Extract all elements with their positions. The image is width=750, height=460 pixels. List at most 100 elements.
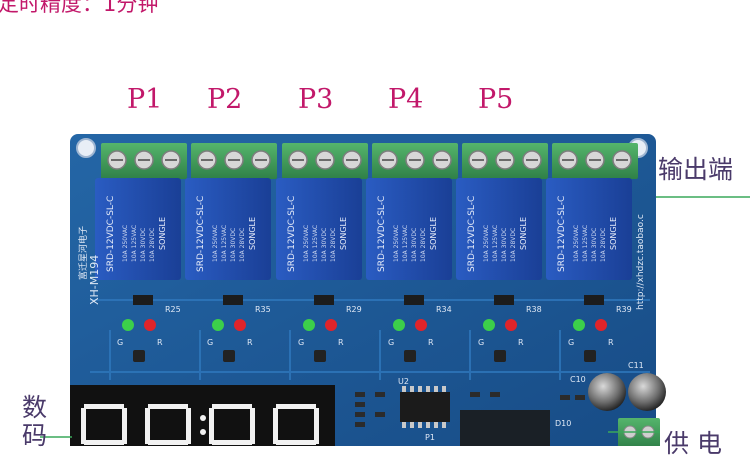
green-led <box>573 319 585 331</box>
relay-model-text: SRD-12VDC-SL-C <box>106 196 116 272</box>
display-digit <box>145 404 191 445</box>
led-letter-g: G <box>478 338 484 347</box>
green-led <box>303 319 315 331</box>
relay-rating-text: 10A 28VDC <box>420 228 427 262</box>
relay-rating-text: 10A 28VDC <box>510 228 517 262</box>
green-led <box>483 319 495 331</box>
relay-rating-text: 10A 250VAC <box>212 225 219 262</box>
display-digit <box>209 404 255 445</box>
header-label: P1 <box>425 433 435 442</box>
relay-rating-text: 10A 30VDC <box>140 228 147 262</box>
led-letter-r: R <box>247 338 253 347</box>
board-url: http://xhdzc.taobao.c <box>636 214 646 310</box>
board-brand: 富迁星河电子 <box>77 226 89 280</box>
resistor-label: R35 <box>255 305 271 314</box>
capacitor-c11 <box>628 373 666 411</box>
smd-component <box>133 295 153 305</box>
mcu-chip <box>460 410 550 446</box>
relay <box>366 178 452 280</box>
button <box>223 350 235 362</box>
relay-model-text: SRD-12VDC-SL-C <box>196 196 206 272</box>
smd-component <box>223 295 243 305</box>
power-supply-label: 供 电 <box>664 429 722 458</box>
relay-rating-text: 10A 28VDC <box>330 228 337 262</box>
button <box>584 350 596 362</box>
led-letter-g: G <box>117 338 123 347</box>
button <box>404 350 416 362</box>
relay-rating-text: 10A 30VDC <box>591 228 598 262</box>
led-letter-r: R <box>428 338 434 347</box>
display-digit <box>81 404 127 445</box>
led-letter-g: G <box>298 338 304 347</box>
button <box>133 350 145 362</box>
relay-brand-text: SONGLE <box>519 217 528 250</box>
display-colon-dot <box>200 415 206 421</box>
led-letter-r: R <box>157 338 163 347</box>
relay-rating-text: 10A 28VDC <box>239 228 246 262</box>
relay-rating-text: 10A 30VDC <box>411 228 418 262</box>
relay-rating-text: 10A 28VDC <box>149 228 156 262</box>
port-label-p3: P3 <box>298 84 334 115</box>
diode-label: D10 <box>555 419 571 428</box>
button <box>494 350 506 362</box>
relay-rating-text: 10A 125VAC <box>492 225 499 262</box>
relay-rating-text: 10A 250VAC <box>393 225 400 262</box>
relay-brand-text: SONGLE <box>248 217 257 250</box>
relay-rating-text: 10A 30VDC <box>321 228 328 262</box>
relay <box>95 178 181 280</box>
resistor-label: R39 <box>616 305 632 314</box>
relay-rating-text: 10A 125VAC <box>131 225 138 262</box>
led-letter-r: R <box>518 338 524 347</box>
display-label-char-2: 码 <box>22 421 48 450</box>
port-label-p4: P4 <box>388 84 424 115</box>
mount-hole-tl <box>76 138 96 158</box>
relay-model-text: SRD-12VDC-SL-C <box>467 196 477 272</box>
relay-rating-text: 10A 250VAC <box>483 225 490 262</box>
relay-rating-text: 10A 30VDC <box>501 228 508 262</box>
relay-rating-text: 10A 250VAC <box>122 225 129 262</box>
port-label-p5: P5 <box>478 84 514 115</box>
chip-label: U2 <box>398 377 409 386</box>
output-terminal-label: 输出端 <box>658 155 734 184</box>
smd-component <box>494 295 514 305</box>
led-letter-g: G <box>207 338 213 347</box>
resistor-label: R25 <box>165 305 181 314</box>
ic-chip <box>400 392 450 422</box>
relay <box>185 178 271 280</box>
green-led <box>393 319 405 331</box>
relay-model-text: SRD-12VDC-SL-C <box>287 196 297 272</box>
relay-rating-text: 10A 125VAC <box>582 225 589 262</box>
port-label-p2: P2 <box>207 84 243 115</box>
green-led <box>212 319 224 331</box>
relay-brand-text: SONGLE <box>339 217 348 250</box>
display-digit <box>273 404 319 445</box>
relay-rating-text: 10A 250VAC <box>573 225 580 262</box>
relay <box>276 178 362 280</box>
relay-brand-text: SONGLE <box>609 217 618 250</box>
smd-component <box>404 295 424 305</box>
display-label: 数 码 <box>22 394 47 450</box>
display-label-char-1: 数 <box>22 393 48 422</box>
red-led <box>415 319 427 331</box>
button <box>314 350 326 362</box>
relay-rating-text: 10A 250VAC <box>303 225 310 262</box>
relay-model-text: SRD-12VDC-SL-C <box>557 196 567 272</box>
green-led <box>122 319 134 331</box>
board-model: XH-M194 <box>88 255 101 305</box>
smd-component <box>584 295 604 305</box>
red-led <box>234 319 246 331</box>
red-led <box>144 319 156 331</box>
display-colon-dot <box>200 429 206 435</box>
relay <box>546 178 632 280</box>
port-label-p1: P1 <box>127 84 163 115</box>
relay-brand-text: SONGLE <box>429 217 438 250</box>
relay <box>456 178 542 280</box>
resistor-label: R29 <box>346 305 362 314</box>
relay-rating-text: 10A 125VAC <box>312 225 319 262</box>
